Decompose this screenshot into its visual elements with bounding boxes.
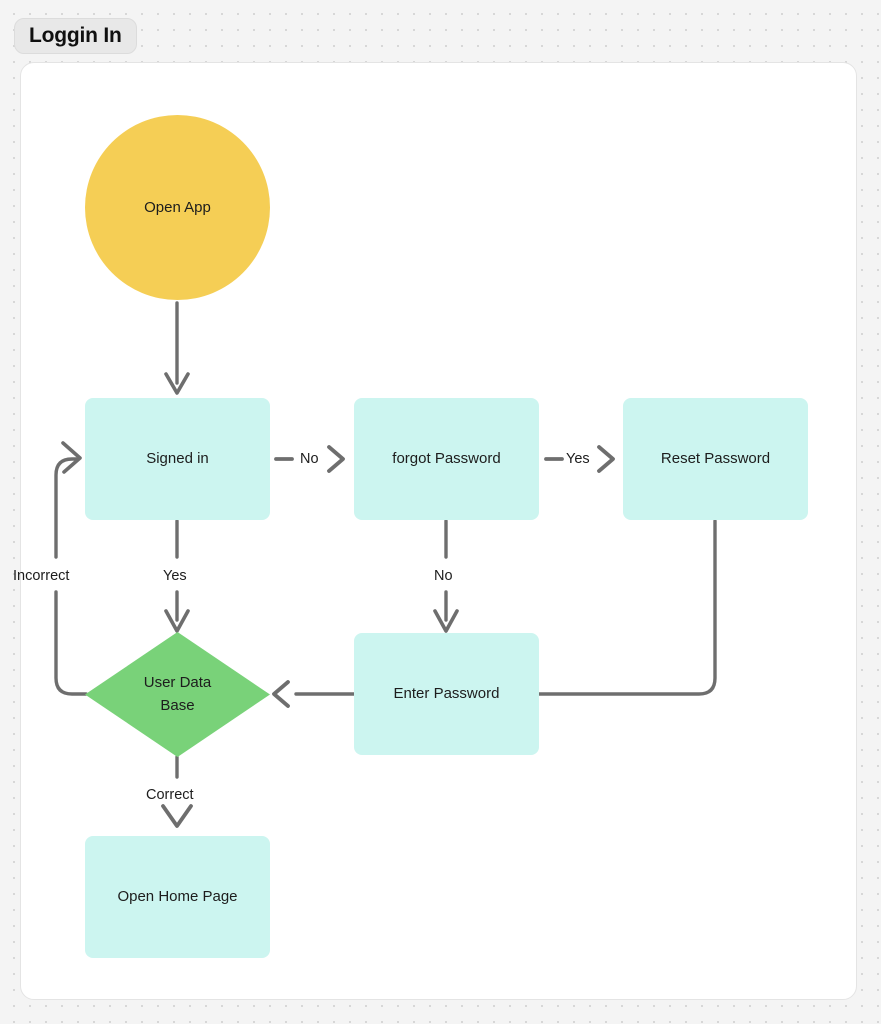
node-user-data-base-label: User Data Base: [85, 632, 270, 757]
node-reset-password-label: Reset Password: [660, 450, 771, 468]
edge-label-yes-forgot-reset: Yes: [566, 451, 590, 467]
edge-label-no-signed-in-forgot: No: [300, 451, 319, 467]
node-forgot-password[interactable]: forgot Password: [354, 398, 539, 520]
edge-label-incorrect-udb-signed-in: Incorrect: [13, 568, 70, 584]
node-signed-in[interactable]: Signed in: [85, 398, 270, 520]
edge-label-correct-udb-home: Correct: [146, 787, 194, 803]
edge-label-yes-signed-in-udb: Yes: [163, 568, 187, 584]
node-open-app-label: Open App: [144, 198, 211, 216]
node-user-data-base-label-line2: Base: [160, 696, 195, 714]
node-enter-password[interactable]: Enter Password: [354, 633, 539, 755]
node-user-data-base[interactable]: User Data Base: [85, 632, 270, 757]
node-signed-in-label: Signed in: [146, 450, 209, 468]
page-title-text: Loggin In: [29, 24, 122, 47]
page-title: Loggin In: [14, 18, 137, 54]
edge-label-no-forgot-enter: No: [434, 568, 453, 584]
node-open-home-page-label: Open Home Page: [117, 888, 238, 906]
node-forgot-password-label: forgot Password: [392, 450, 501, 468]
node-user-data-base-label-line1: User Data: [143, 674, 212, 691]
node-reset-password[interactable]: Reset Password: [623, 398, 808, 520]
node-open-app[interactable]: Open App: [85, 115, 270, 300]
node-open-home-page[interactable]: Open Home Page: [85, 836, 270, 958]
node-enter-password-label: Enter Password: [393, 685, 500, 703]
